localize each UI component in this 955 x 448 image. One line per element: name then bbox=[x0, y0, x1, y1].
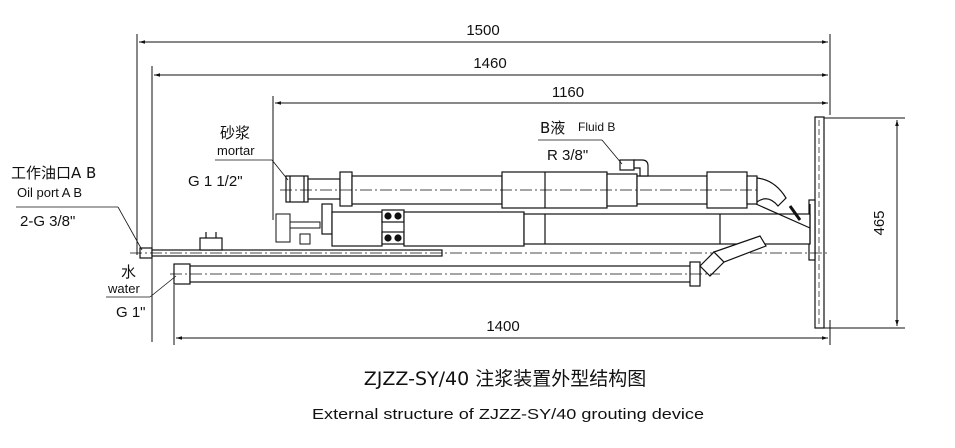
water-thread: G 1" bbox=[116, 304, 146, 321]
mounting-flange bbox=[808, 116, 825, 329]
mortar-label-cn: 砂浆 bbox=[220, 124, 250, 142]
mortar-thread: G 1 1/2" bbox=[188, 173, 243, 190]
mortar-label-en: mortar bbox=[217, 143, 255, 158]
connector-plate bbox=[275, 213, 321, 245]
valve-block bbox=[321, 203, 811, 247]
oil-port-thread: 2-G 3/8" bbox=[20, 213, 75, 230]
fluid-b-label-en: Fluid B bbox=[578, 120, 615, 134]
oil-port-label-en: Oil port A B bbox=[17, 185, 82, 200]
dimension-1500-label: 1500 bbox=[466, 22, 499, 39]
dimension-465-label: 465 bbox=[871, 210, 888, 235]
dimension-1400 bbox=[173, 285, 831, 345]
dimension-465 bbox=[824, 117, 905, 329]
caption-title-en: External structure of ZJZZ-SY/40 groutin… bbox=[312, 406, 704, 423]
fluid-b-elbow bbox=[619, 159, 649, 177]
mortar-cylinder bbox=[280, 171, 787, 209]
dimension-1500 bbox=[136, 34, 831, 255]
oil-port-label-cn: 工作油口A B bbox=[11, 164, 96, 182]
caption-title-cn: ZJZZ-SY/40 注浆装置外型结构图 bbox=[364, 368, 646, 390]
leader-lines bbox=[16, 139, 623, 298]
dimension-1460 bbox=[151, 66, 828, 342]
dimension-1160-label: 1160 bbox=[552, 84, 584, 101]
dimension-1400-label: 1400 bbox=[486, 318, 519, 335]
water-label-en: water bbox=[107, 281, 140, 296]
water-pipe bbox=[170, 235, 767, 287]
dimension-1460-label: 1460 bbox=[473, 55, 506, 72]
fluid-b-thread: R 3/8" bbox=[547, 147, 588, 164]
water-label-cn: 水 bbox=[121, 263, 136, 281]
fluid-b-label-cn: B液 bbox=[540, 119, 565, 137]
dimension-1160 bbox=[272, 96, 828, 220]
